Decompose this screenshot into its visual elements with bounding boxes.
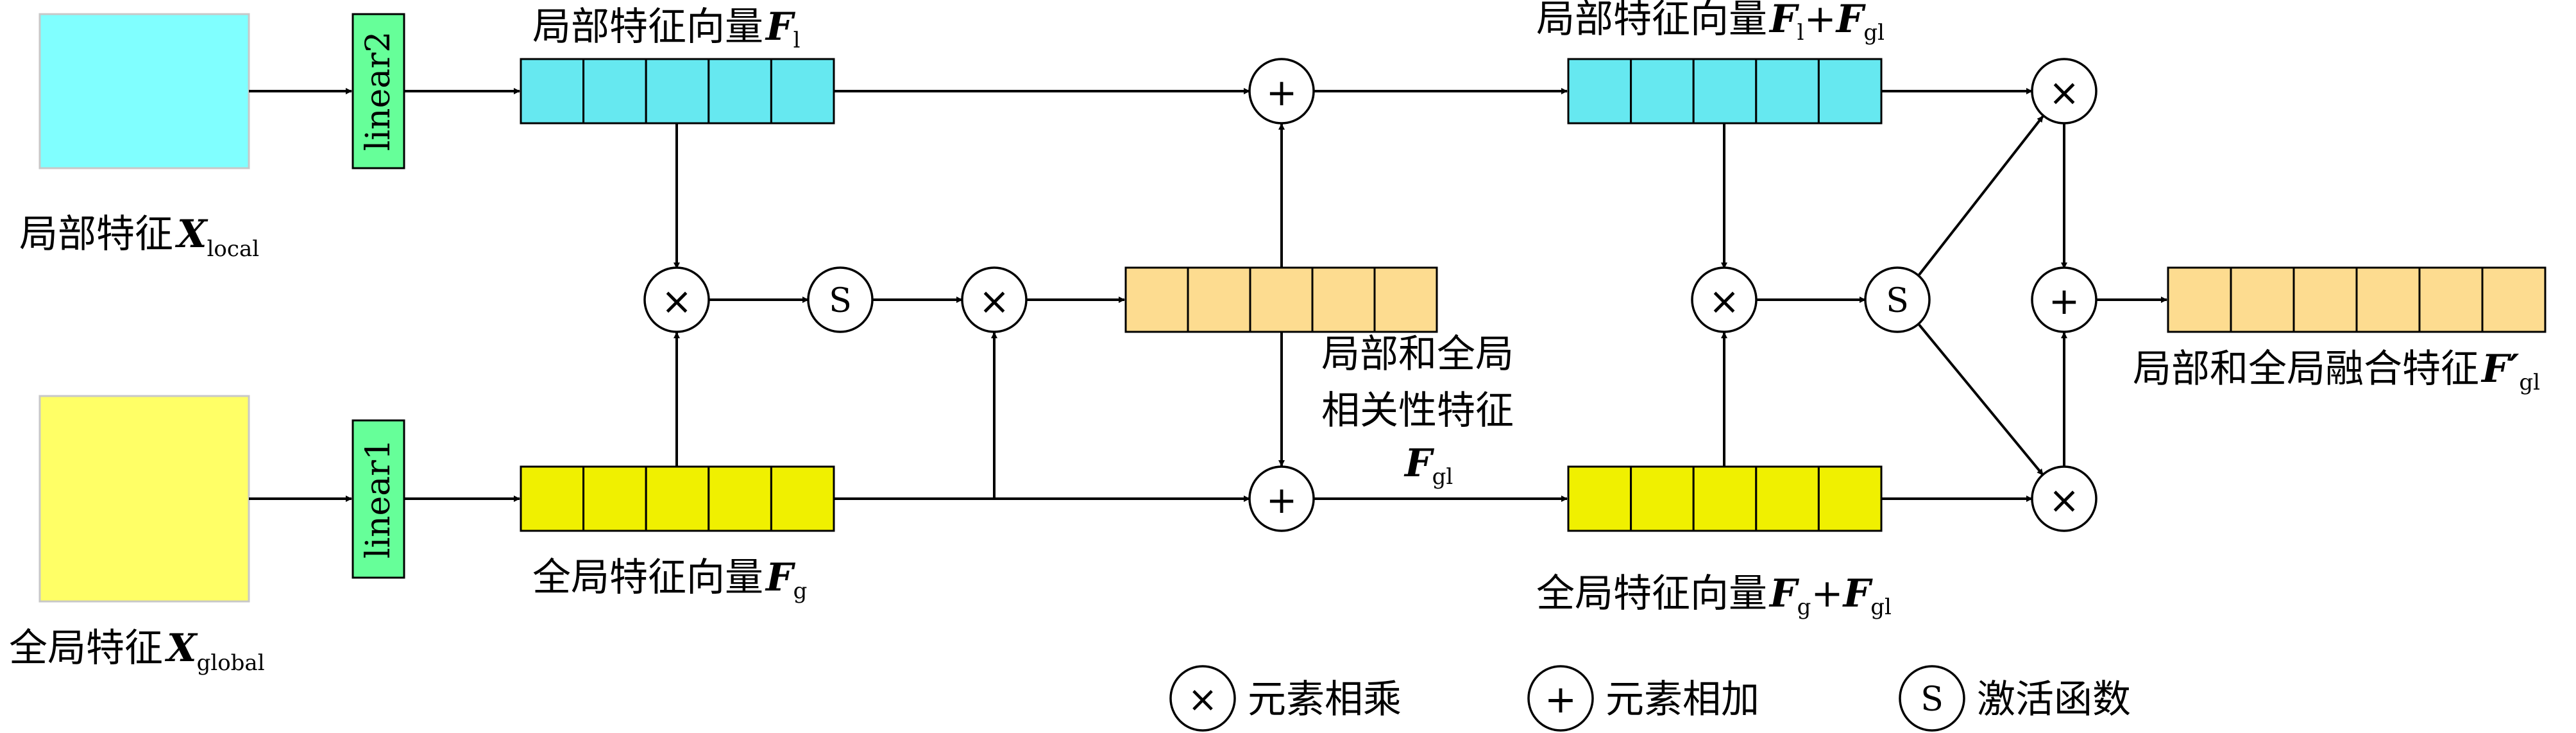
add-local-circle	[1248, 58, 1315, 125]
mul-bottom-circle	[2031, 465, 2097, 532]
sigmoid-1-circle	[807, 266, 874, 333]
correlation-vector-cell	[1249, 266, 1314, 333]
mul-top-symbol: ×	[2049, 71, 2080, 114]
fused-vector-cell	[2292, 266, 2358, 333]
correlation-label-line2: 相关性特征	[1321, 388, 1514, 433]
local-vector-cell	[645, 58, 710, 125]
global-input-box	[38, 395, 250, 603]
global-plus-vector-cell	[1755, 465, 1820, 532]
legend-sig-circle	[1899, 665, 1965, 732]
fused-vector-cell	[2167, 266, 2232, 333]
linear1-block	[352, 419, 405, 579]
mul-enhanced-symbol: ×	[1709, 279, 1740, 323]
sigmoid-1-symbol: S	[829, 282, 852, 320]
fused-vector-cell	[2418, 266, 2484, 333]
local-vector-cell	[520, 58, 585, 125]
local-plus-vector-cell	[1692, 58, 1758, 125]
add-fusion-symbol: +	[2049, 279, 2080, 323]
add-global-circle	[1248, 465, 1315, 532]
global-plus-vector-cell	[1692, 465, 1758, 532]
global-vector-cell	[645, 465, 710, 532]
legend-mul-circle	[1169, 665, 1236, 732]
global-vector-cell	[582, 465, 647, 532]
correlation-label-line1: 局部和全局	[1321, 332, 1514, 377]
legend-mul-text: 元素相乘	[1248, 677, 1402, 722]
legend-add-symbol: +	[1545, 677, 1577, 722]
correlation-vector-cell	[1311, 266, 1376, 333]
correlation-label-symbol: Fgl	[1403, 441, 1453, 490]
global-plus-vector-cell	[1567, 465, 1632, 532]
fused-vector-cell	[2481, 266, 2546, 333]
legend-mul-symbol: ×	[1188, 679, 1218, 721]
fused-label: 局部和全局融合特征F′gl	[2133, 347, 2540, 395]
local-plus-vector-cell	[1630, 58, 1695, 125]
local-vector-label: 局部特征向量Fl	[532, 4, 800, 53]
local-plus-vector-cell	[1567, 58, 1632, 125]
correlation-feature-vector	[1124, 266, 1438, 333]
correlation-vector-cell	[1124, 266, 1189, 333]
connections	[249, 88, 2167, 502]
local-vector-cell	[582, 58, 647, 125]
sigmoid-2-symbol: S	[1886, 282, 1909, 320]
global-vector-cell	[520, 465, 585, 532]
global-feature-vector	[520, 465, 835, 532]
global-plus-vector-cell	[1817, 465, 1883, 532]
global-vector-label: 全局特征向量Fg	[532, 555, 807, 604]
fused-vector-cell	[2230, 266, 2295, 333]
linear2-block	[352, 13, 405, 169]
global-plus-correlation-vector	[1567, 465, 1883, 532]
local-feature-vector	[520, 58, 835, 125]
mul-bottom-symbol: ×	[2049, 478, 2080, 522]
legend-sig-symbol: S	[1920, 680, 1944, 719]
mul-local-global-symbol: ×	[661, 279, 693, 323]
legend: × 元素相乘 + 元素相加 S 激活函数	[1169, 665, 2131, 732]
global-plus-label: 全局特征向量Fg+Fgl	[1536, 571, 1892, 620]
global-vector-cell	[708, 465, 772, 532]
legend-add-circle	[1527, 665, 1594, 732]
mul-enhanced-circle	[1691, 266, 1758, 333]
mul-local-global-circle	[643, 266, 710, 333]
operators: × S × + + × S × × +	[643, 58, 2097, 532]
mul-weighted-global-circle	[961, 266, 1028, 333]
global-plus-vector-cell	[1630, 465, 1695, 532]
local-plus-vector-cell	[1755, 58, 1820, 125]
add-fusion-circle	[2031, 266, 2097, 333]
add-local-symbol: +	[1266, 71, 1298, 114]
linear1-label: linear1	[359, 439, 398, 558]
local-vector-cell	[708, 58, 772, 125]
fused-feature-vector	[2167, 266, 2546, 333]
add-global-symbol: +	[1266, 478, 1298, 522]
local-vector-cell	[770, 58, 835, 125]
local-plus-correlation-vector	[1567, 58, 1883, 125]
mul-top-circle	[2031, 58, 2097, 125]
global-vector-cell	[770, 465, 835, 532]
fused-vector-cell	[2355, 266, 2421, 333]
sigmoid-2-circle	[1864, 266, 1931, 333]
correlation-vector-cell	[1373, 266, 1438, 333]
mul-weighted-global-symbol: ×	[979, 279, 1010, 323]
legend-add-text: 元素相加	[1606, 677, 1759, 722]
local-plus-vector-cell	[1817, 58, 1883, 125]
local-input-box	[38, 13, 250, 169]
legend-sig-text: 激活函数	[1977, 677, 2131, 722]
correlation-vector-cell	[1187, 266, 1251, 333]
linear2-label: linear2	[359, 31, 398, 151]
local-plus-label: 局部特征向量Fl+Fgl	[1536, 0, 1885, 46]
